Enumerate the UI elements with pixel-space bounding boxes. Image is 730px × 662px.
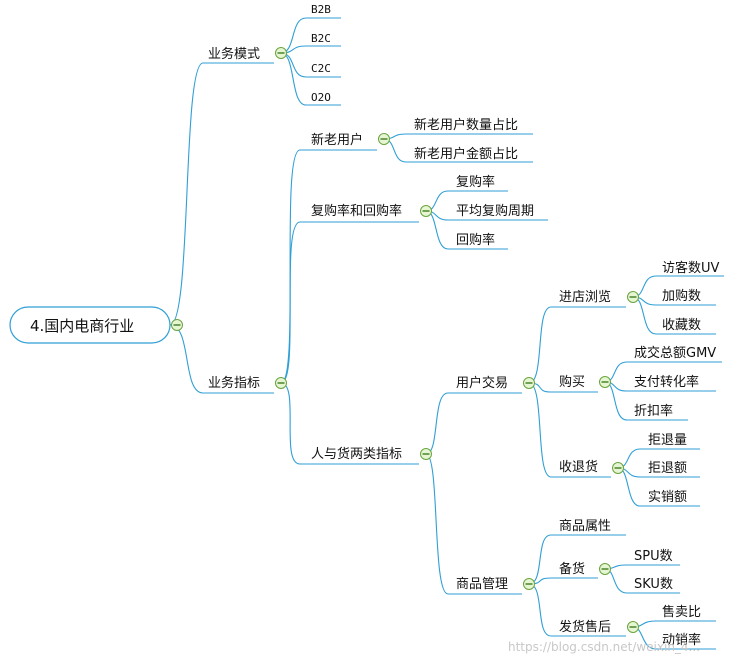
leaf-label: 折扣率 [634, 403, 673, 419]
leaf-gmv[interactable]: 成交总额GMV [627, 345, 722, 363]
node-browse-label: 进店浏览 [559, 289, 611, 305]
node-business-metrics[interactable]: 业务指标 [203, 375, 274, 394]
collapse-browse-icon[interactable] [627, 291, 639, 303]
root-label: 4.国内电商行业 [30, 317, 134, 335]
leaf-b2b-label: B2B [311, 3, 331, 16]
leaf-o2o[interactable]: O2O [306, 91, 341, 106]
leaf-label: 动销率 [662, 632, 701, 648]
node-repurchase-label: 复购率和回购率 [311, 203, 402, 219]
leaf-label: 新老用户金额占比 [414, 146, 518, 162]
leaf-sku-count[interactable]: SKU数 [627, 577, 680, 594]
leaf-c2c[interactable]: C2C [306, 62, 341, 78]
leaf-label: 拒退额 [648, 461, 687, 476]
leaf-new-old-user-count-ratio[interactable]: 新老用户数量占比 [406, 117, 533, 135]
leaf-label: 回购率 [456, 232, 495, 248]
leaf-label: 访客数UV [662, 260, 720, 276]
collapse-root-icon[interactable] [171, 319, 183, 331]
collapse-after-sales-icon[interactable] [627, 621, 639, 633]
node-after-sales[interactable]: 发货售后 [551, 619, 626, 637]
leaf-b2c[interactable]: B2C [306, 32, 341, 47]
leaf-label: 售卖比 [662, 604, 701, 620]
collapse-user-trade-icon[interactable] [523, 377, 535, 389]
leaf-visitors-uv[interactable]: 访客数UV [656, 260, 724, 277]
leaf-label: 收藏数 [662, 318, 701, 333]
leaf-sell-ratio[interactable]: 售卖比 [656, 604, 716, 622]
leaf-repurchase-rate[interactable]: 复购率 [448, 174, 508, 192]
collapse-business-metrics-icon[interactable] [275, 377, 287, 389]
node-user-trade-label: 用户交易 [456, 375, 508, 391]
collapse-goods-mgmt-icon[interactable] [523, 578, 535, 590]
node-refund-label: 收退货 [559, 459, 598, 475]
node-stock-label: 备货 [559, 561, 585, 577]
leaf-sell-through-rate[interactable]: 动销率 [656, 632, 716, 650]
leaf-label: 复购率 [456, 174, 495, 190]
node-people-goods-label: 人与货两类指标 [311, 446, 402, 462]
node-goods-mgmt-label: 商品管理 [456, 577, 508, 592]
collapse-stock-icon[interactable] [599, 563, 611, 575]
node-user-trade[interactable]: 用户交易 [448, 375, 522, 394]
node-buy-label: 购买 [559, 374, 585, 390]
node-business-model-label: 业务模式 [208, 46, 260, 62]
node-refund[interactable]: 收退货 [551, 459, 611, 478]
leaf-add-to-cart[interactable]: 加购数 [656, 288, 716, 306]
watermark: https://blog.csdn.net/weixin_4... [508, 640, 700, 654]
leaf-label: 成交总额GMV [634, 345, 716, 361]
node-browse[interactable]: 进店浏览 [551, 289, 626, 308]
leaf-favorites[interactable]: 收藏数 [656, 318, 716, 335]
leaf-b2c-label: B2C [311, 32, 331, 45]
node-new-old-users[interactable]: 新老用户 [300, 132, 377, 151]
leaf-label: SKU数 [634, 577, 673, 592]
leaf-label: 实销额 [648, 490, 687, 505]
leaf-spu-count[interactable]: SPU数 [627, 549, 680, 566]
leaf-reject-count[interactable]: 拒退量 [640, 433, 700, 450]
node-after-sales-label: 发货售后 [559, 619, 611, 635]
node-stock[interactable]: 备货 [551, 561, 598, 579]
collapse-refund-icon[interactable] [612, 462, 624, 474]
node-buy[interactable]: 购买 [551, 374, 598, 393]
leaf-label: 支付转化率 [634, 374, 699, 390]
leaf-pay-conversion[interactable]: 支付转化率 [627, 374, 716, 392]
leaf-label: 加购数 [662, 288, 701, 304]
root-node-border [9, 306, 171, 344]
collapse-buy-icon[interactable] [599, 376, 611, 388]
leaf-o2o-label: O2O [311, 91, 331, 104]
leaf-new-old-user-amount-ratio[interactable]: 新老用户金额占比 [406, 146, 533, 163]
node-goods-attributes-label: 商品属性 [559, 519, 611, 534]
root-node[interactable]: 4.国内电商行业 [9, 306, 171, 344]
leaf-discount-rate[interactable]: 折扣率 [627, 403, 688, 421]
leaf-buyback-rate[interactable]: 回购率 [448, 232, 508, 250]
collapse-business-model-icon[interactable] [275, 47, 287, 59]
leaf-label: 平均复购周期 [456, 203, 534, 219]
collapse-repurchase-icon[interactable] [420, 205, 432, 217]
edges [169, 17, 657, 650]
node-goods-mgmt[interactable]: 商品管理 [448, 577, 522, 595]
node-people-goods[interactable]: 人与货两类指标 [300, 446, 419, 465]
leaf-b2b[interactable]: B2B [306, 3, 341, 19]
collapse-new-old-users-icon[interactable] [378, 133, 390, 145]
node-new-old-users-label: 新老用户 [311, 132, 363, 148]
leaf-label: 拒退量 [648, 433, 687, 448]
collapse-people-goods-icon[interactable] [420, 448, 432, 460]
leaf-net-sales[interactable]: 实销额 [640, 490, 700, 507]
node-goods-attributes[interactable]: 商品属性 [551, 519, 626, 536]
node-business-metrics-label: 业务指标 [208, 375, 260, 391]
leaf-reject-amount[interactable]: 拒退额 [640, 461, 700, 478]
node-business-model[interactable]: 业务模式 [203, 46, 274, 64]
leaf-avg-repurchase-cycle[interactable]: 平均复购周期 [448, 203, 548, 221]
leaf-c2c-label: C2C [311, 62, 331, 75]
leaf-label: 新老用户数量占比 [414, 117, 518, 133]
node-repurchase[interactable]: 复购率和回购率 [300, 203, 419, 223]
leaf-label: SPU数 [634, 549, 673, 564]
